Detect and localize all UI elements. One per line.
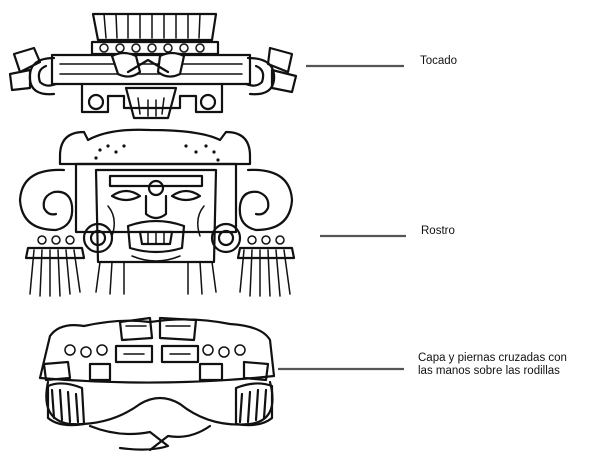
label-rostro: Rostro [421,225,455,238]
face-drawing [20,130,294,296]
headdress-drawing [10,14,296,118]
label-capa-line2: las manos sobre las rodillas [418,365,567,378]
label-capa: Capa y piernas cruzadas con las manos so… [418,352,567,378]
label-tocado: Tocado [420,55,457,68]
label-capa-line1: Capa y piernas cruzadas con [418,352,567,365]
cape-body-drawing [40,318,274,450]
